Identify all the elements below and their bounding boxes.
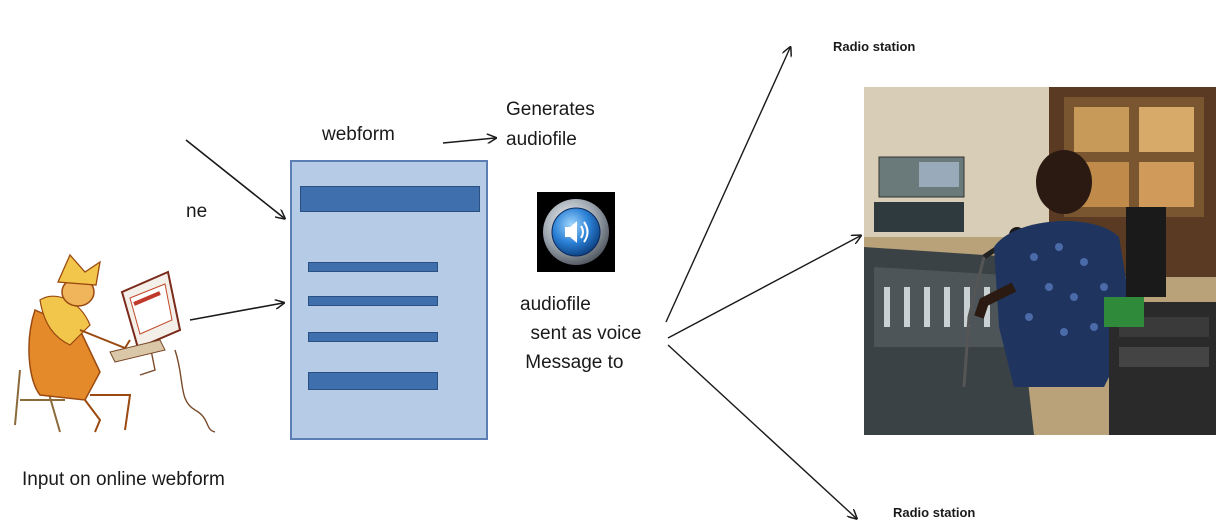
arrow-to-radio-middle [667,236,860,339]
form-submit-bar [308,372,438,390]
form-field-line [308,296,438,306]
arrow-into-form-top [185,139,284,218]
webform-label: webform [322,124,395,145]
ne-label: ne [186,201,208,222]
generates-audiofile-label: Generates audiofile [506,99,595,150]
audiofile-message-label: audiofile sent as voice Message to [520,294,642,373]
arrow-to-radio-bottom [667,344,856,518]
form-header-bar [300,186,480,212]
arrow-webform-to-audiofile [442,138,495,144]
radio-station-photo [864,87,1216,435]
radio-station-label-top: Radio station [833,39,916,54]
form-field-line [308,332,438,342]
radio-station-photo-art [864,87,1216,435]
speaker-icon-box [537,192,615,272]
input-caption: Input on online webform [22,469,225,490]
arrow-to-radio-top [665,48,790,323]
webform-document [290,160,488,440]
radio-station-label-bottom: Radio station [893,505,976,520]
form-field-line [308,262,438,272]
speaker-icon [543,199,609,265]
arrow-person-to-form [189,303,283,321]
